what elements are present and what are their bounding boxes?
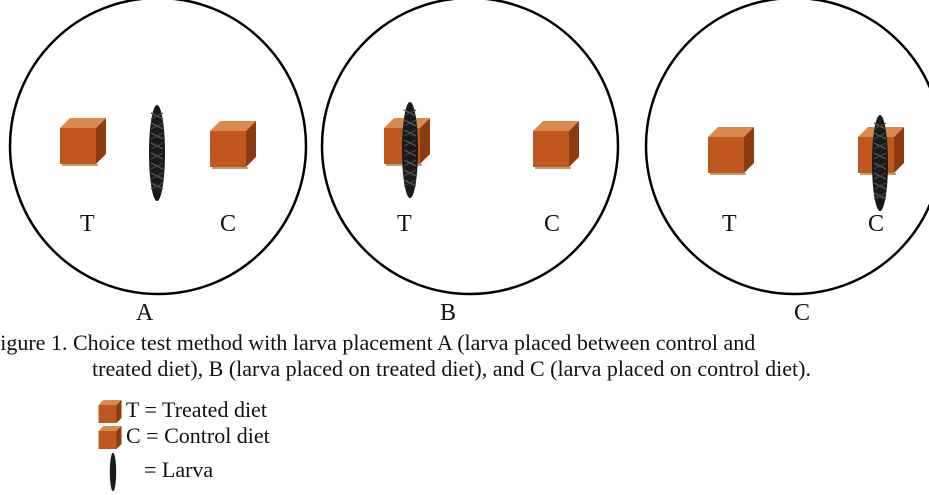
legend-larva: = Larva — [106, 452, 213, 492]
panel-c: T C C — [646, 0, 929, 326]
legend-treated: T = Treated diet — [98, 398, 267, 424]
legend-control: C = Control diet — [98, 424, 270, 450]
treated-label: T — [80, 211, 95, 237]
control-label: C — [544, 211, 560, 237]
panel-a: T C A — [10, 0, 306, 326]
legend-larva-text: = Larva — [144, 457, 213, 482]
panel-label: C — [794, 300, 810, 326]
panel-b: T C B — [322, 0, 618, 326]
control-label: C — [868, 211, 884, 237]
control-diet-cube — [533, 121, 579, 168]
larva-icon — [872, 115, 888, 211]
caption-line-1: Figure 1. Choice test method with larva … — [0, 330, 755, 356]
control-cube-icon — [98, 426, 122, 450]
caption-line-2: treated diet), B (larva placed on treate… — [92, 356, 811, 382]
legend-treated-text: T = Treated diet — [126, 397, 267, 422]
treated-label: T — [722, 211, 737, 237]
larva-legend-icon — [106, 452, 120, 492]
panel-label: B — [440, 300, 456, 326]
control-diet-cube — [210, 121, 256, 168]
treated-cube-icon — [98, 400, 122, 424]
panel-label: A — [136, 300, 154, 326]
larva-icon — [402, 102, 418, 198]
legend-control-text: C = Control diet — [126, 423, 270, 448]
treated-label: T — [397, 211, 412, 237]
treated-diet-cube — [708, 127, 754, 174]
treated-diet-cube — [60, 118, 106, 165]
control-label: C — [220, 211, 236, 237]
larva-icon — [149, 105, 165, 201]
